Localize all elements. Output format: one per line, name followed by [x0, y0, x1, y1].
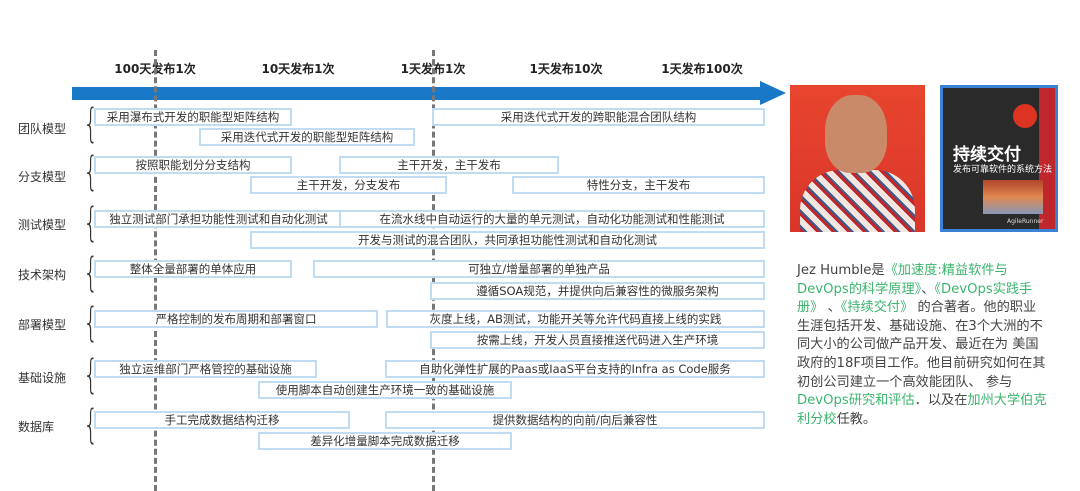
berkeley-link[interactable]: 加州大学伯克利分校: [797, 393, 1047, 427]
row-label-team: 团队模型: [18, 122, 67, 136]
practice-box: 开发与测试的混合团队，共同承担功能性测试和自动化测试: [250, 231, 765, 249]
author-bio: Jez Humble是《加速度:精益软件与DevOps的科学原理》、《DevOp…: [797, 262, 1047, 429]
practice-box: 使用脚本自动创建生产环境一致的基础设施: [258, 381, 512, 399]
row-label-architecture: 技术架构: [18, 268, 67, 282]
author-photo: [790, 85, 925, 232]
bio-text: ．以及在: [914, 393, 968, 409]
practice-box: 自助化弹性扩展的Paas或IaaS平台支持的Infra as Code服务: [385, 360, 765, 378]
frequency-label: 1天发布10次: [529, 62, 603, 76]
row-label-infra: 基础设施: [18, 371, 67, 385]
practice-box: 差异化增量脚本完成数据迁移: [258, 432, 512, 450]
book-link[interactable]: 《持续交付》: [840, 300, 914, 316]
practice-box: 独立运维部门严格管控的基础设施: [94, 360, 317, 378]
bio-text: 、: [921, 281, 935, 297]
book-subtitle: 发布可靠软件的系统方法: [953, 165, 1053, 175]
cover-image: [983, 180, 1043, 214]
frequency-label: 1天发布100次: [661, 62, 743, 76]
practice-box: 提供数据结构的向前/向后兼容性: [385, 411, 765, 429]
cover-stripe: [1039, 88, 1055, 229]
cover-badge: [1013, 104, 1037, 128]
practice-box: 按照职能划分分支结构: [94, 156, 292, 174]
book-cover: 持续交付 发布可靠软件的系统方法 AgileRunner: [940, 85, 1058, 232]
bio-text: 、: [823, 300, 841, 316]
practice-box: 采用迭代式开发的职能型矩阵结构: [199, 128, 415, 146]
row-label-database: 数据库: [18, 420, 55, 434]
row-label-test: 测试模型: [18, 218, 67, 232]
dora-link[interactable]: DevOps研究和评估: [797, 393, 915, 409]
practice-box: 手工完成数据结构迁移: [94, 411, 350, 429]
frequency-label: 10天发布1次: [261, 62, 335, 76]
practice-box: 灰度上线，AB测试，功能开关等允许代码直接上线的实践: [386, 310, 765, 328]
book-publisher: AgileRunner: [1007, 218, 1044, 225]
arrow-head-icon: [760, 81, 786, 105]
practice-box: 主干开发，分支发布: [250, 176, 447, 194]
row-label-branch: 分支模型: [18, 170, 67, 184]
practice-box: 严格控制的发布周期和部署窗口: [94, 310, 378, 328]
row-label-deploy: 部署模型: [18, 318, 67, 332]
practice-box: 遵循SOA规范，并提供向后兼容性的微服务架构: [430, 282, 765, 300]
face: [825, 95, 887, 173]
book-title: 持续交付: [953, 145, 1021, 165]
shirt: [800, 170, 915, 232]
book-link[interactable]: 《加速度:精益软件与DevOps的科学原理》: [797, 263, 1008, 297]
practice-box: 特性分支，主干发布: [512, 176, 765, 194]
bio-text: 的合著者。他的职业生涯包括开发、基础设施、在3个大洲的不同大小的公司做产品开发、…: [797, 300, 1046, 390]
bio-text: Jez Humble是: [797, 263, 885, 278]
practice-box: 独立测试部门承担功能性测试和自动化测试: [94, 210, 343, 228]
book-link[interactable]: 《DevOps实践手册》: [797, 281, 1033, 316]
practice-box: 采用瀑布式开发的职能型矩阵结构: [94, 108, 292, 126]
practice-box: 采用迭代式开发的跨职能混合团队结构: [432, 108, 765, 126]
practice-box: 主干开发，主干发布: [339, 156, 559, 174]
practice-box: 按需上线，开发人员直接推送代码进入生产环境: [430, 331, 765, 349]
bio-text: 任教。: [836, 411, 877, 427]
practice-box: 在流水线中自动运行的大量的单元测试，自动化功能测试和性能测试: [339, 210, 765, 228]
practice-box: 整体全量部署的单体应用: [94, 260, 292, 278]
timeline-arrow-bar: [72, 87, 762, 100]
practice-box: 可独立/增量部署的单独产品: [313, 260, 765, 278]
